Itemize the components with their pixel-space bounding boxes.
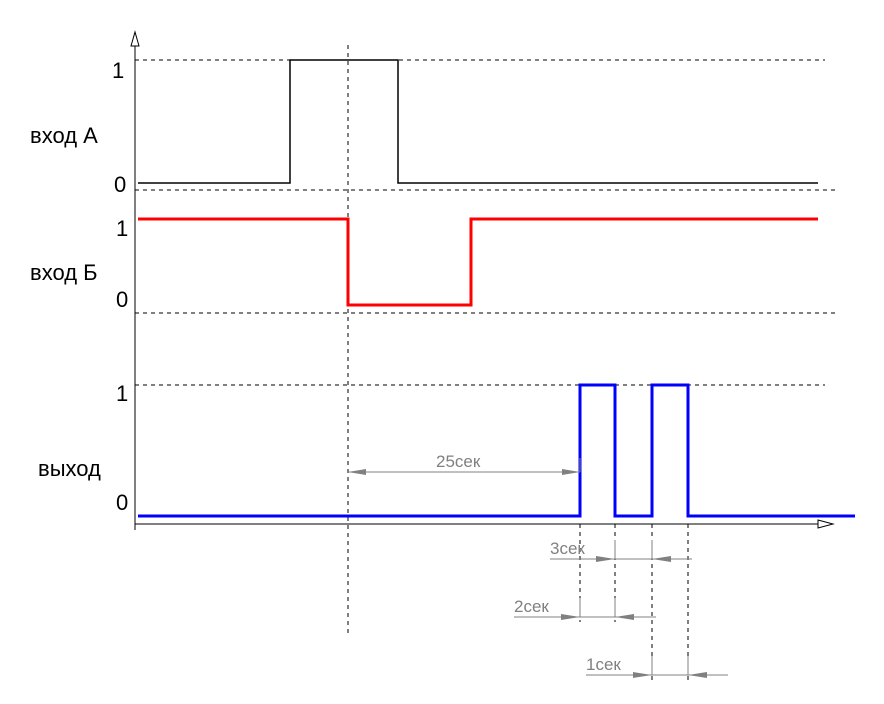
signal-a-low-label: 0 (114, 172, 126, 197)
dimension-pulse-on-label: 2сек (514, 597, 549, 616)
arrow-left-icon (652, 556, 671, 562)
dimension-pulse-off: 1сек (586, 655, 728, 678)
signal-b-waveform (138, 217, 818, 307)
y-axis-arrow-icon (130, 30, 140, 47)
signal-b-name: вход Б (30, 260, 98, 285)
output-low-label: 0 (116, 490, 128, 515)
output-waveform (138, 383, 855, 518)
arrow-right-icon (561, 614, 580, 620)
dimension-delay: 25сек (348, 452, 581, 475)
signal-a-high-label: 1 (112, 58, 124, 83)
x-axis-arrow-icon (817, 519, 835, 529)
dimension-pulse-on: 2сек (514, 597, 656, 620)
arrow-left-icon (688, 672, 707, 678)
arrow-right-icon (562, 469, 580, 475)
output-high-label: 1 (116, 381, 128, 406)
dimension-pulse-off-label: 1сек (586, 655, 621, 674)
arrow-left-icon (615, 614, 634, 620)
dimension-delay-label: 25сек (436, 452, 481, 471)
output-name: выход (38, 456, 101, 481)
signal-a-name: вход А (30, 123, 98, 148)
signal-b-low-label: 0 (116, 287, 128, 312)
signal-a-waveform (138, 59, 818, 184)
arrow-right-icon (596, 556, 615, 562)
arrow-left-icon (348, 469, 366, 475)
dimension-period-label: 3сек (550, 539, 585, 558)
signal-b-high-label: 1 (116, 216, 128, 241)
arrow-right-icon (633, 672, 652, 678)
dimension-period: 3сек (550, 539, 692, 562)
